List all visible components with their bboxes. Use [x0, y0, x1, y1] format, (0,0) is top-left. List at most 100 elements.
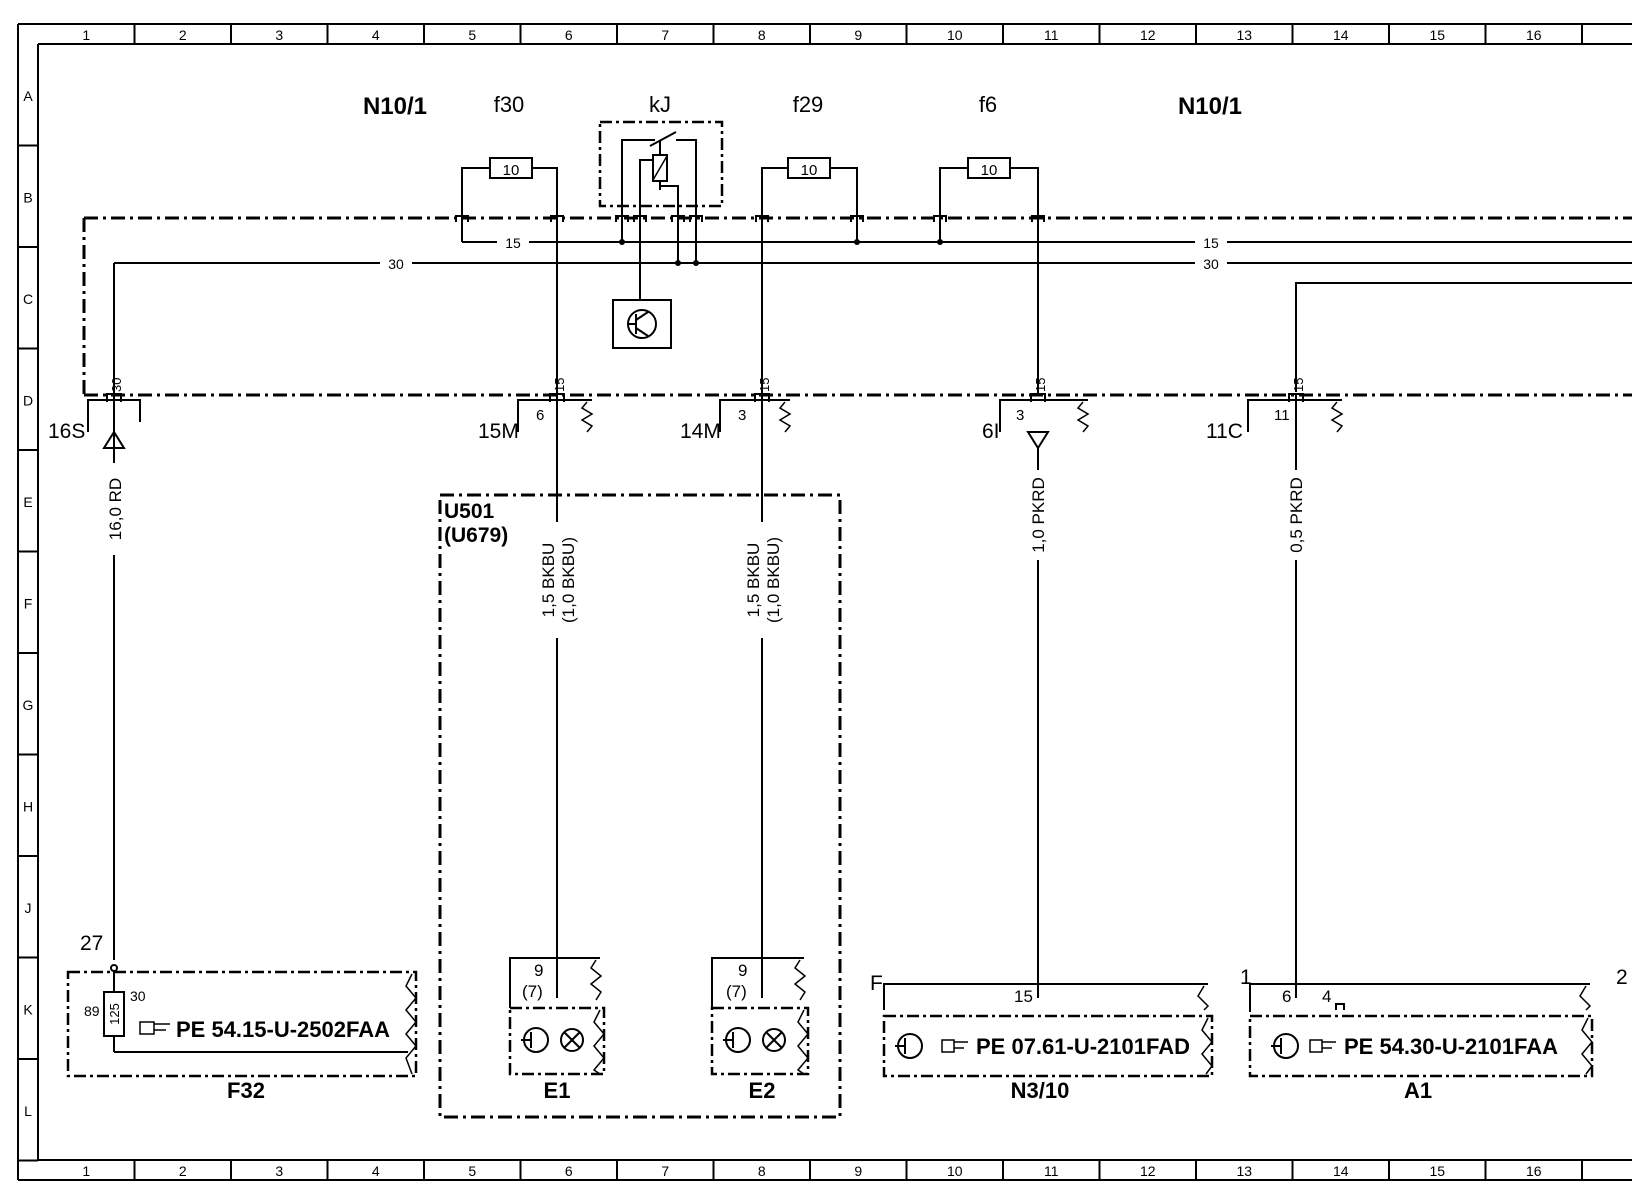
- connector-6i: 6I 3: [982, 399, 1090, 450]
- row-letter: D: [23, 392, 33, 408]
- column-number: 8: [758, 1163, 766, 1179]
- column-number: 7: [661, 27, 669, 43]
- column-number: 8: [758, 27, 766, 43]
- lamp-icon: [762, 1028, 786, 1052]
- column-number: 12: [1140, 1163, 1156, 1179]
- column-number: 2: [179, 1163, 187, 1179]
- pin-label-15-a: 15: [552, 378, 567, 392]
- n3-10-pin: 15: [1014, 987, 1033, 1006]
- connector-14m-pin: 3: [738, 407, 746, 424]
- a1-reference: PE 54.30-U-2101FAA: [1344, 1034, 1558, 1059]
- connector-15m-pin: 6: [536, 407, 544, 424]
- fuse-f30-value: 10: [503, 162, 520, 179]
- fuse-f6: 10: [939, 157, 1039, 218]
- n3-10-corner: F: [870, 972, 883, 995]
- wire-e2: 1,5 BKBU (1,0 BKBU): [744, 395, 783, 998]
- connector-11c: 11C 11: [1206, 399, 1344, 443]
- column-number: 16: [1526, 1163, 1542, 1179]
- column-number: 12: [1140, 27, 1156, 43]
- f32-pin-top: 27: [80, 932, 103, 955]
- e1-pin: 9: [534, 961, 543, 980]
- column-number: 7: [661, 1163, 669, 1179]
- pin-label-30: 30: [109, 378, 124, 392]
- wire-f32-label: 16,0 RD: [106, 478, 125, 540]
- column-number: 2: [179, 27, 187, 43]
- column-number: 4: [372, 1163, 380, 1179]
- connector-6i-pin: 3: [1016, 407, 1024, 424]
- connector-11c-label: 11C: [1206, 420, 1243, 443]
- row-letter: G: [23, 697, 34, 713]
- terminal-marker: [671, 215, 685, 222]
- component-f32: 27 125 89 30 PE 54.15-U-2502FAA F32: [66, 932, 418, 1103]
- row-letter: C: [23, 291, 33, 307]
- component-e1: 9 (7) E1: [508, 957, 606, 1103]
- fuse-f30: 10: [461, 157, 558, 218]
- column-number: 10: [947, 27, 963, 43]
- bus-15-label-right: 15: [1203, 235, 1219, 251]
- column-number: 5: [468, 1163, 476, 1179]
- row-letter: H: [23, 798, 33, 814]
- lamp-icon: [560, 1028, 584, 1052]
- column-number: 1: [82, 1163, 90, 1179]
- row-letter: L: [24, 1103, 32, 1119]
- terminal-marker: [615, 215, 629, 222]
- fuse-f6-value: 10: [981, 162, 998, 179]
- row-letter: K: [23, 1001, 33, 1017]
- f32-pin-left: 89: [84, 1003, 100, 1019]
- module-n10-1-outline: [82, 216, 1632, 397]
- n3-10-name: N3/10: [1011, 1078, 1070, 1103]
- row-letter: E: [23, 494, 32, 510]
- column-number: 5: [468, 27, 476, 43]
- bus-30-label-right: 30: [1203, 256, 1219, 272]
- bus-15: 15 15: [461, 218, 1632, 251]
- wire-f32: 16,0 RD: [106, 392, 125, 960]
- e2-name: E2: [749, 1078, 776, 1103]
- pin-label-15-c: 15: [1033, 378, 1048, 392]
- relay-driver-transistor: [612, 218, 672, 349]
- column-number: 15: [1429, 1163, 1445, 1179]
- f32-pin-right: 30: [130, 988, 146, 1004]
- e1-pin-alt: (7): [522, 982, 543, 1001]
- column-number: 11: [1044, 1163, 1059, 1179]
- row-letter: B: [23, 189, 32, 205]
- fuse-label-f29: f29: [793, 92, 824, 117]
- a1-corner-right: 2: [1616, 966, 1628, 989]
- column-number: 4: [372, 27, 380, 43]
- terminal-marker: [755, 215, 769, 222]
- wire-n3-10: 1,0 PKRD: [1029, 448, 1048, 998]
- connector-16s: 16S: [48, 399, 141, 449]
- row-letter: F: [24, 595, 33, 611]
- component-n3-10: F 15 PE 07.61-U-2101FAD N3/10: [870, 972, 1214, 1103]
- pin-label-15-d: 15: [1291, 378, 1306, 392]
- module-drops: [556, 218, 1039, 395]
- group-u679-label: (U679): [444, 524, 508, 547]
- group-u501: U501 (U679): [438, 493, 842, 1119]
- pin-label-15-b: 15: [757, 378, 772, 392]
- a1-corner-left: 1: [1240, 966, 1252, 989]
- connector-14m-label: 14M: [680, 420, 721, 443]
- relay-kj: [598, 120, 724, 218]
- column-number: 9: [854, 1163, 862, 1179]
- terminal-marker: [933, 215, 947, 222]
- pointing-hand-icon: [941, 1039, 968, 1053]
- module-label-right: N10/1: [1178, 93, 1242, 120]
- group-u501-label: U501: [444, 500, 495, 523]
- pointing-hand-icon: [139, 1021, 170, 1035]
- wire-n3-10-label: 1,0 PKRD: [1029, 477, 1048, 553]
- bus-30: 30 30: [113, 218, 1632, 392]
- bus-15-label-left: 15: [505, 235, 521, 251]
- row-letter: J: [25, 900, 32, 916]
- connector-15m-label: 15M: [478, 420, 519, 443]
- drawing-frame: [17, 23, 1632, 1181]
- bus-a1-feed: [1295, 282, 1632, 392]
- column-number: 14: [1333, 27, 1349, 43]
- column-number: 13: [1236, 27, 1252, 43]
- terminal-marker: [689, 215, 703, 222]
- column-number: 13: [1236, 1163, 1252, 1179]
- pin-marker: [1030, 393, 1046, 402]
- fuse-f29: 10: [761, 157, 858, 218]
- column-number: 11: [1044, 27, 1059, 43]
- wire-e1-label-b: (1,0 BKBU): [559, 537, 578, 623]
